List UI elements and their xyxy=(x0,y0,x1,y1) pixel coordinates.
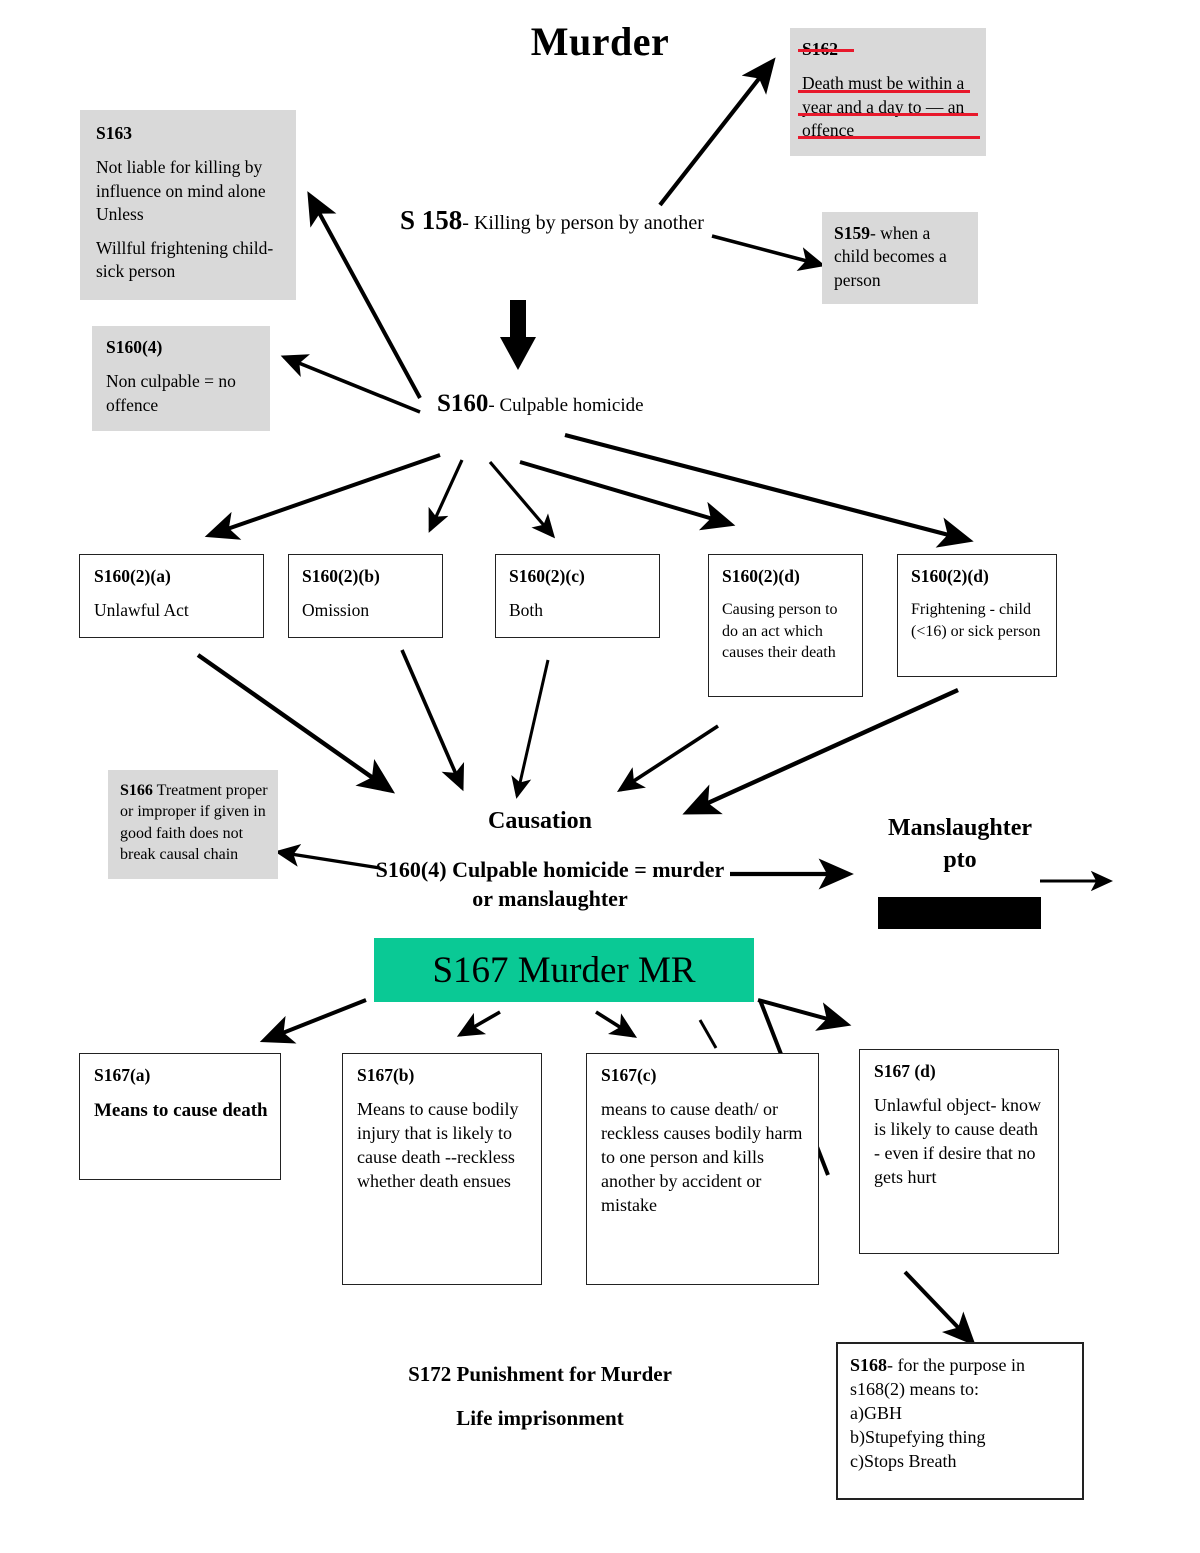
arrow-s158-to-s162 xyxy=(658,57,776,207)
s163-header: S163 xyxy=(96,123,132,143)
s160-2-a-text: Unlawful Act xyxy=(94,600,189,621)
s160-text: - Culpable homicide xyxy=(488,395,644,416)
s160-ref: S160 xyxy=(437,390,489,417)
node-s160-4-center: S160(4) Culpable homicide = murder or ma… xyxy=(370,856,730,913)
s167-b-text: Means to cause bodily injury that is lik… xyxy=(357,1099,519,1192)
line-mr-to-s167c-stub xyxy=(698,1019,718,1049)
arrow-s160-to-s1604left xyxy=(280,354,421,414)
s168-line1: - for the purpose in s168(2) means to: xyxy=(850,1355,1025,1399)
s167-b-header: S167(b) xyxy=(357,1065,415,1085)
s160-2-c-text: Both xyxy=(509,600,544,621)
s166-text: Treatment proper or improper if given in… xyxy=(120,782,268,863)
s160-2-c-header: S160(2)(c) xyxy=(509,566,585,586)
node-s160-2-d1: S160(2)(d) Causing person to do an act w… xyxy=(708,554,863,697)
s160-4-left-text: Non culpable = no offence xyxy=(106,371,236,415)
s158-text: - Killing by person by another xyxy=(462,212,704,234)
node-s160: S160- Culpable homicide xyxy=(437,390,667,418)
s167-a-text: Means to cause death xyxy=(94,1100,268,1122)
node-s167-a: S167(a) Means to cause death xyxy=(79,1053,281,1180)
s160-4-left-header: S160(4) xyxy=(106,337,163,357)
node-s160-2-d2: S160(2)(d) Frightening - child (<16) or … xyxy=(897,554,1057,677)
strike-line-4 xyxy=(798,136,980,139)
node-s163: S163 Not liable for killing by influence… xyxy=(80,110,296,300)
node-manslaughter: Manslaughter pto xyxy=(862,812,1058,877)
arrow-causation-to-s166 xyxy=(274,843,381,870)
manslaughter-line1: Manslaughter xyxy=(888,815,1032,841)
s168-item-0: a)GBH xyxy=(850,1402,902,1423)
s159-text: - when a child becomes a person xyxy=(834,223,947,290)
s160-2-b-header: S160(2)(b) xyxy=(302,566,380,586)
s160-2-a-header: S160(2)(a) xyxy=(94,566,171,586)
arrow-s160-to-s160-2-d1 xyxy=(519,460,736,531)
arrow-s158-to-s159 xyxy=(711,234,826,271)
arrow-s160-2-d2-to-causation xyxy=(682,687,959,815)
s168-item-1: b)Stupefying thing xyxy=(850,1426,986,1447)
strike-line-3 xyxy=(798,113,978,116)
arrow-s160-to-s160-2-c xyxy=(488,460,556,539)
s166-header: S166 xyxy=(120,782,153,799)
node-s172: S172 Punishment for Murder Life imprison… xyxy=(330,1352,750,1440)
arrow-s160-2-c-to-causation xyxy=(511,659,550,799)
node-s160-2-a: S160(2)(a) Unlawful Act xyxy=(79,554,264,638)
s163-line2: Willful frightening child- sick person xyxy=(96,238,274,282)
node-s160-4-left: S160(4) Non culpable = no offence xyxy=(92,326,270,431)
s172-line1: S172 Punishment for Murder xyxy=(408,1362,672,1386)
node-s159: S159- when a child becomes a person xyxy=(822,212,978,304)
s167-d-text: Unlawful object- know is likely to cause… xyxy=(874,1095,1041,1188)
arrow-s160-to-s160-2-b xyxy=(428,459,464,533)
s172-line2: Life imprisonment xyxy=(456,1406,624,1431)
node-s166: S166 Treatment proper or improper if giv… xyxy=(108,770,278,880)
manslaughter-line2: pto xyxy=(943,847,977,874)
node-s167-b: S167(b) Means to cause bodily injury tha… xyxy=(342,1053,542,1285)
arrow-s160-to-s160-2-a xyxy=(204,453,441,540)
redaction-bar xyxy=(878,897,1041,929)
s163-line1: Not liable for killing by influence on m… xyxy=(96,157,266,224)
s167-c-header: S167(c) xyxy=(601,1065,657,1085)
page-title: Murder xyxy=(530,19,670,64)
s159-header: S159 xyxy=(834,223,870,243)
s167-a-header: S167(a) xyxy=(94,1065,151,1085)
s168-header: S168 xyxy=(850,1355,888,1375)
s160-4-center-text: Culpable homicide = murder or manslaught… xyxy=(446,857,725,911)
arrow-s167-to-s167d xyxy=(757,998,852,1031)
s167-d-header: S167 (d) xyxy=(874,1061,936,1081)
node-s158: S 158- Killing by person by another xyxy=(400,205,720,237)
strike-line-2 xyxy=(798,90,970,93)
s160-2-d1-header: S160(2)(d) xyxy=(722,566,800,586)
node-s167-c: S167(c) means to cause death/ or reckles… xyxy=(586,1053,819,1285)
s158-ref: S 158 xyxy=(400,205,463,235)
arrow-s167-to-s167b xyxy=(456,1010,501,1037)
s160-2-d1-text: Causing person to do an act which causes… xyxy=(722,601,838,661)
node-s167-d: S167 (d) Unlawful object- know is likely… xyxy=(859,1049,1059,1254)
arrow-s160-to-s160-2-d2 xyxy=(564,432,974,548)
node-s168: S168- for the purpose in s168(2) means t… xyxy=(836,1342,1084,1500)
s160-4-center-ref: S160(4) xyxy=(375,857,447,882)
node-s162: S162 Death must be within a year and a d… xyxy=(790,28,986,157)
node-causation: Causation xyxy=(487,808,593,834)
arrow-s160-2-d1-to-causation xyxy=(616,724,719,792)
s160-2-b-text: Omission xyxy=(302,600,370,621)
s160-2-d2-header: S160(2)(d) xyxy=(911,566,989,586)
arrow-s167-to-s167a xyxy=(259,998,367,1044)
node-s160-2-b: S160(2)(b) Omission xyxy=(288,554,443,638)
s162-body: Death must be within a year and a day to… xyxy=(802,73,965,140)
arrow-s158-to-s160 xyxy=(500,300,536,370)
node-s167-murder-mr[interactable]: S167 Murder MR xyxy=(374,938,754,1002)
s167-c-text: means to cause death/ or reckless causes… xyxy=(601,1099,803,1216)
node-s160-2-c: S160(2)(c) Both xyxy=(495,554,660,638)
arrow-s160-2-b-to-causation xyxy=(400,649,465,792)
arrow-s167-to-s167c xyxy=(595,1010,638,1038)
arrow-s167d-to-s168 xyxy=(903,1270,976,1347)
s160-2-d2-text: Frightening - child (<16) or sick person xyxy=(911,601,1041,640)
s168-item-2: c)Stops Breath xyxy=(850,1450,957,1471)
strike-line-1 xyxy=(798,49,854,52)
